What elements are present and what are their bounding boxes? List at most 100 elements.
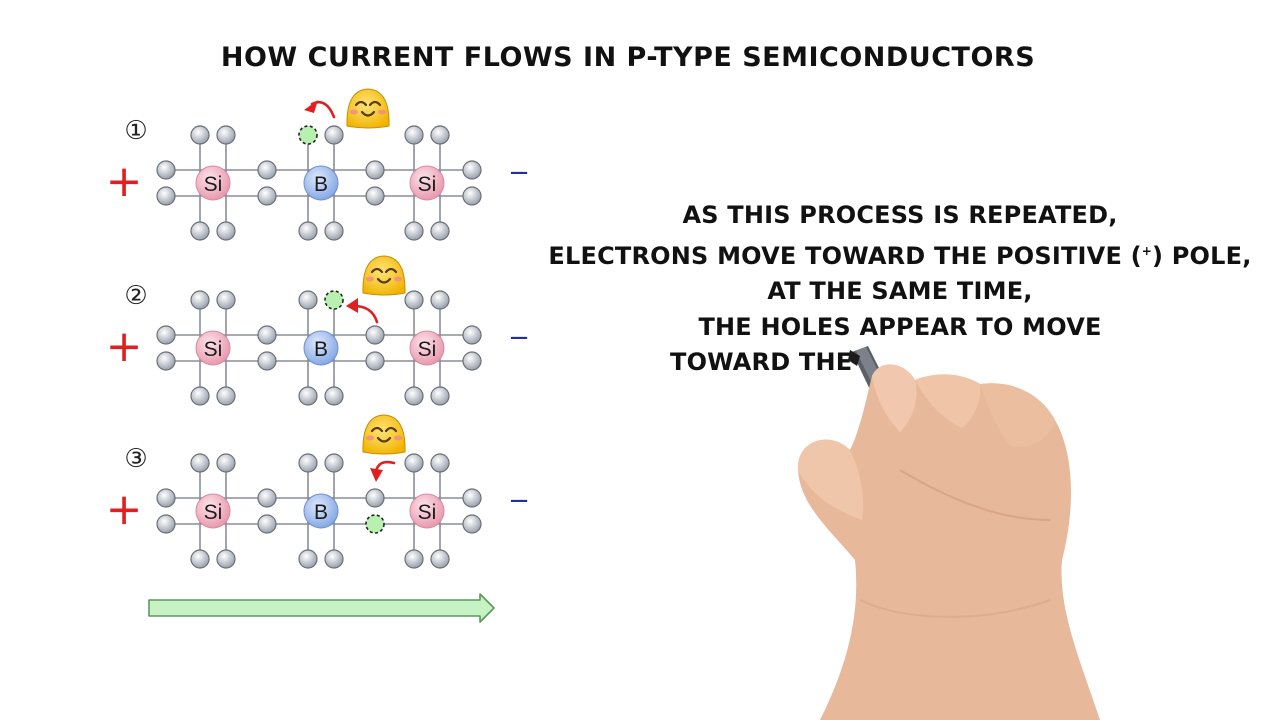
electron — [462, 160, 482, 180]
electron — [365, 325, 385, 345]
silicon-atom — [409, 330, 445, 366]
electron — [462, 186, 482, 206]
explanation-line-2: ELECTRONS MOVE TOWARD THE POSITIVE (+) P… — [548, 241, 1252, 270]
electron — [298, 290, 318, 310]
smiley-icon — [346, 88, 390, 129]
atom-label: Si — [204, 501, 223, 524]
electron — [216, 290, 236, 310]
electron — [365, 351, 385, 371]
electron — [156, 514, 176, 534]
step-label: ① — [124, 116, 147, 146]
electron — [190, 453, 210, 473]
silicon-atom — [409, 165, 445, 201]
electron — [324, 549, 344, 569]
atom-label: Si — [418, 173, 437, 196]
curved-arrow-icon — [346, 298, 379, 324]
atom-label: B — [314, 173, 328, 196]
electron — [365, 160, 385, 180]
silicon-atom — [409, 493, 445, 529]
atom-label: Si — [204, 338, 223, 361]
explanation-line-5: TOWARD THE — [670, 348, 853, 376]
curved-arrow-icon — [304, 100, 336, 119]
electron — [216, 386, 236, 406]
atom-label: B — [314, 338, 328, 361]
electron — [324, 221, 344, 241]
electron — [430, 290, 450, 310]
explanation-line-1: AS THIS PROCESS IS REPEATED, — [682, 201, 1118, 229]
electron — [190, 386, 210, 406]
electron — [298, 453, 318, 473]
electron — [257, 325, 277, 345]
electron — [257, 488, 277, 508]
electron — [404, 453, 424, 473]
electron — [430, 386, 450, 406]
electron — [156, 488, 176, 508]
electron — [404, 221, 424, 241]
electron — [430, 453, 450, 473]
electron — [156, 160, 176, 180]
hole — [324, 290, 344, 310]
electron — [404, 549, 424, 569]
negative-sign: − — [508, 158, 530, 188]
electron — [430, 549, 450, 569]
explanation-text: AS THIS PROCESS IS REPEATED, ELECTRONS M… — [540, 198, 1260, 381]
electron — [216, 125, 236, 145]
positive-sign: + — [106, 156, 143, 207]
electron — [190, 290, 210, 310]
electron — [324, 386, 344, 406]
atom-label: Si — [418, 338, 437, 361]
electron — [404, 290, 424, 310]
electron — [190, 125, 210, 145]
explanation-line-4: THE HOLES APPEAR TO MOVE — [698, 312, 1102, 341]
boron-atom — [303, 330, 339, 366]
electron — [156, 351, 176, 371]
step-label: ② — [124, 281, 147, 311]
electron — [404, 386, 424, 406]
step-label: ③ — [124, 444, 147, 474]
electron — [216, 549, 236, 569]
electron — [257, 351, 277, 371]
curved-arrow-icon — [370, 460, 396, 482]
electron — [462, 351, 482, 371]
silicon-atom — [195, 165, 231, 201]
page-title: HOW CURRENT FLOWS IN P-TYPE SEMICONDUCTO… — [220, 42, 1036, 73]
hole — [365, 514, 385, 534]
lattice-row-3: Si B Si ③ + − — [106, 414, 530, 569]
electron — [156, 325, 176, 345]
negative-sign: − — [508, 486, 530, 516]
lattice-row-2: Si B Si ② + − — [106, 255, 530, 406]
atom-label: Si — [204, 173, 223, 196]
boron-atom — [303, 493, 339, 529]
atom-label: B — [314, 501, 328, 524]
electron — [298, 221, 318, 241]
electron — [462, 488, 482, 508]
negative-sign: − — [508, 323, 530, 353]
hand — [797, 364, 1100, 720]
explanation-line-3: AT THE SAME TIME, — [767, 277, 1033, 305]
positive-sign: + — [106, 321, 143, 372]
smiley-icon — [362, 414, 406, 455]
positive-sign: + — [106, 484, 143, 535]
electron — [257, 186, 277, 206]
electron — [298, 549, 318, 569]
electron — [365, 488, 385, 508]
electron — [190, 549, 210, 569]
electron — [324, 453, 344, 473]
electron — [298, 386, 318, 406]
electron — [430, 125, 450, 145]
smiley-icon — [362, 255, 406, 296]
electron — [462, 325, 482, 345]
atom-label: Si — [418, 501, 437, 524]
electron — [257, 160, 277, 180]
boron-atom — [303, 165, 339, 201]
silicon-atom — [195, 330, 231, 366]
electron — [430, 221, 450, 241]
electron — [190, 221, 210, 241]
electron — [257, 514, 277, 534]
silicon-atom — [195, 493, 231, 529]
hole — [298, 125, 318, 145]
direction-arrow-icon — [148, 593, 495, 623]
electron — [462, 514, 482, 534]
